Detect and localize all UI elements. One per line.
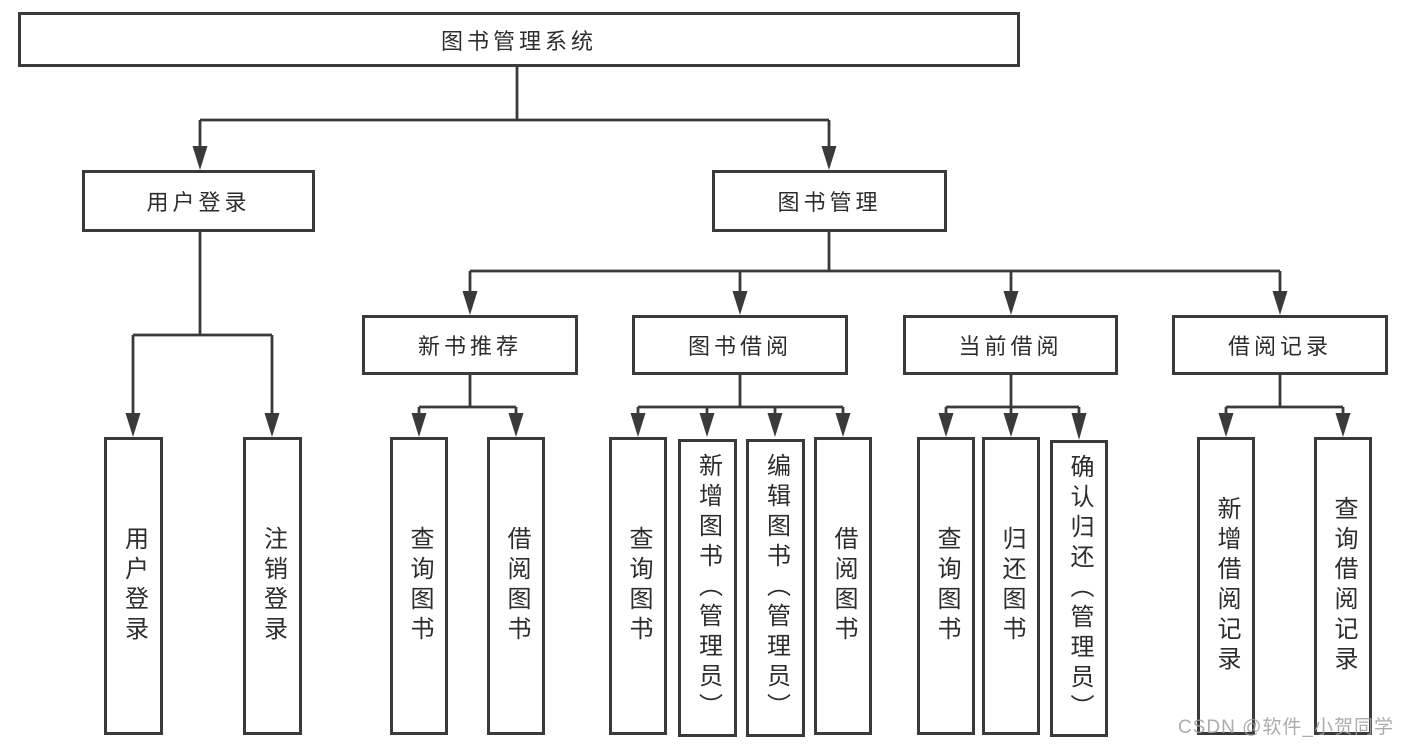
node-leaf-query-books-3: 查询图书 (917, 437, 975, 735)
node-leaf-add-books-admin: 新增图书（管理员） (678, 439, 737, 737)
node-label: 用户登录 (120, 526, 148, 646)
node-label: 确认归还（管理员） (1066, 453, 1093, 724)
watermark: CSDN @软件_小贺同学 (1178, 717, 1394, 738)
node-leaf-logout: 注销登录 (243, 437, 302, 735)
node-label: 借阅图书 (503, 526, 530, 646)
node-leaf-return-books: 归还图书 (982, 437, 1040, 735)
node-new-book-recommend: 新书推荐 (362, 315, 578, 375)
node-label: 编辑图书（管理员） (762, 453, 790, 723)
node-label: 新增图书（管理员） (694, 453, 722, 723)
node-book-borrowing: 图书借阅 (632, 315, 848, 375)
node-leaf-edit-books-admin: 编辑图书（管理员） (746, 439, 805, 737)
node-leaf-query-borrow-record: 查询借阅记录 (1314, 437, 1372, 735)
node-borrowing-records: 借阅记录 (1172, 315, 1388, 375)
node-label: 借阅图书 (830, 526, 857, 646)
node-label: 查询借阅记录 (1330, 496, 1357, 676)
node-leaf-user-login: 用户登录 (104, 437, 163, 735)
node-leaf-query-books-2: 查询图书 (609, 437, 667, 735)
node-label: 注销登录 (259, 526, 287, 646)
node-label: 新增借阅记录 (1213, 496, 1240, 676)
node-book-management: 图书管理 (712, 170, 947, 232)
node-root: 图书管理系统 (18, 12, 1020, 67)
node-label: 查询图书 (625, 526, 652, 646)
node-label: 归还图书 (998, 526, 1025, 646)
node-leaf-confirm-return-admin: 确认归还（管理员） (1050, 440, 1108, 737)
node-leaf-borrow-books-1: 借阅图书 (487, 437, 545, 735)
node-label: 查询图书 (933, 526, 960, 646)
node-leaf-borrow-books-2: 借阅图书 (814, 437, 872, 735)
node-current-borrowing: 当前借阅 (903, 315, 1118, 375)
node-label: 查询图书 (406, 526, 433, 646)
node-user-login: 用户登录 (82, 170, 315, 232)
node-leaf-add-borrow-record: 新增借阅记录 (1197, 437, 1255, 735)
node-leaf-query-books-1: 查询图书 (390, 437, 448, 735)
